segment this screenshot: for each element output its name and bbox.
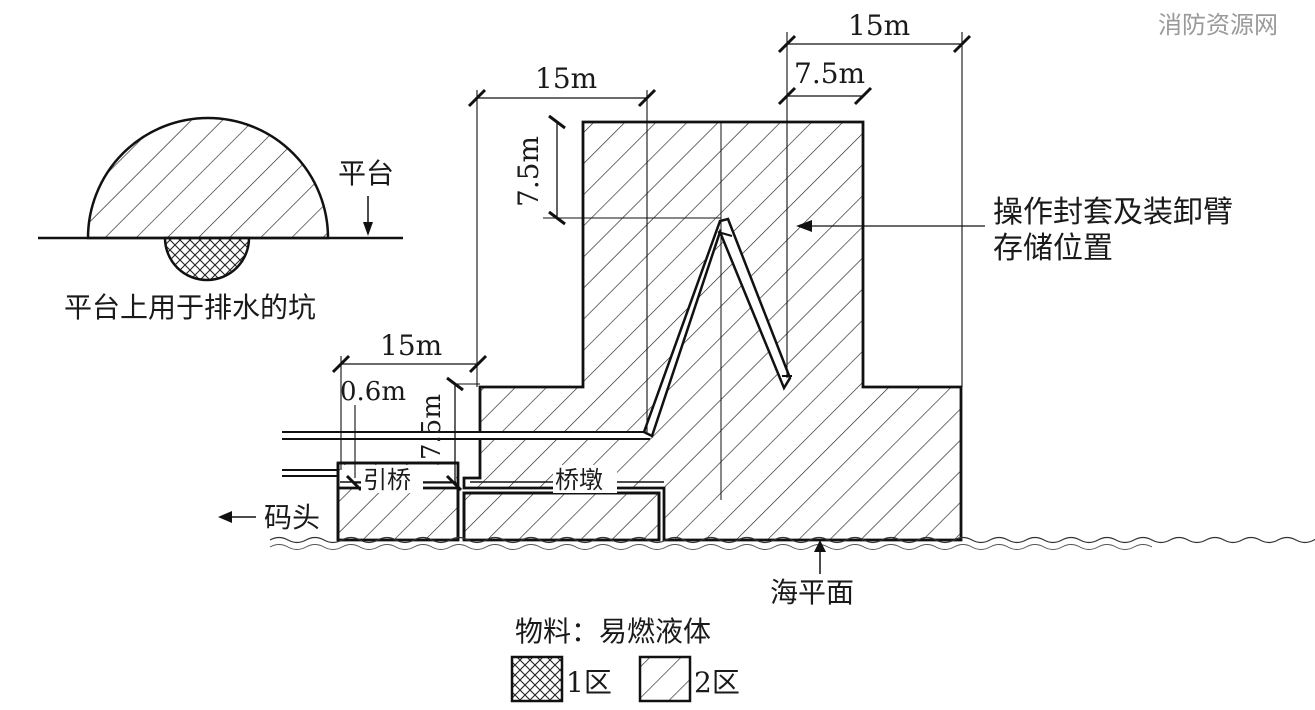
dimension-lines [331, 32, 972, 492]
legend-zone2-label: 2区 [694, 666, 740, 699]
dim-top-right-half: 7.5m [794, 57, 865, 90]
storage-arrow-head [796, 220, 812, 232]
storage-position-label-line2: 存储位置 [993, 231, 1113, 266]
legend-zone1-label: 1区 [566, 666, 612, 699]
dim-vertical-lower: 7.5m [417, 394, 447, 460]
sea-surface-2 [269, 544, 1153, 550]
watermark-text: 消防资源网 [1158, 11, 1278, 39]
wharf-arrow-head [218, 511, 232, 523]
sea-level-label: 海平面 [770, 576, 854, 609]
zone2-dome [86, 116, 330, 240]
approach-bridge-label: 引桥 [363, 466, 411, 494]
dim-vertical-upper: 7.5m [512, 136, 545, 207]
dim-top-right-overall: 15m [848, 9, 910, 42]
dim-left-small: 0.6m [340, 377, 406, 407]
wharf-pipe [282, 469, 338, 477]
sea-level-arrow-head [814, 540, 826, 552]
platform-detail-figure: 平台 平台上用于排水的坑 [38, 116, 403, 324]
legend: 物料：易燃液体 1区 2区 [510, 615, 740, 703]
drain-pit-zone1-fill [163, 236, 251, 282]
wharf-label: 码头 [264, 501, 320, 534]
approach-bridge-label-bg [361, 465, 423, 493]
sea-surface [269, 536, 1315, 544]
platform-arrow-head [363, 222, 373, 236]
loading-arm-joint [717, 231, 733, 237]
dim-top-middle: 15m [535, 62, 597, 95]
bridge-pier-label: 桥墩 [555, 466, 603, 494]
legend-material: 物料：易燃液体 [515, 615, 711, 648]
drain-pit-caption: 平台上用于排水的坑 [64, 291, 316, 324]
storage-position-label-line1: 操作封套及装卸臂 [993, 195, 1233, 230]
platform-label: 平台 [338, 157, 394, 190]
legend-zone2-swatch [638, 655, 692, 703]
pipeline-white [282, 432, 650, 439]
bridge-pier-label-bg [553, 465, 617, 493]
dim-left-horizontal: 15m [380, 329, 442, 362]
legend-zone1-swatch [510, 655, 564, 703]
zone2-pier-block [462, 491, 661, 542]
pipeline [282, 431, 650, 440]
